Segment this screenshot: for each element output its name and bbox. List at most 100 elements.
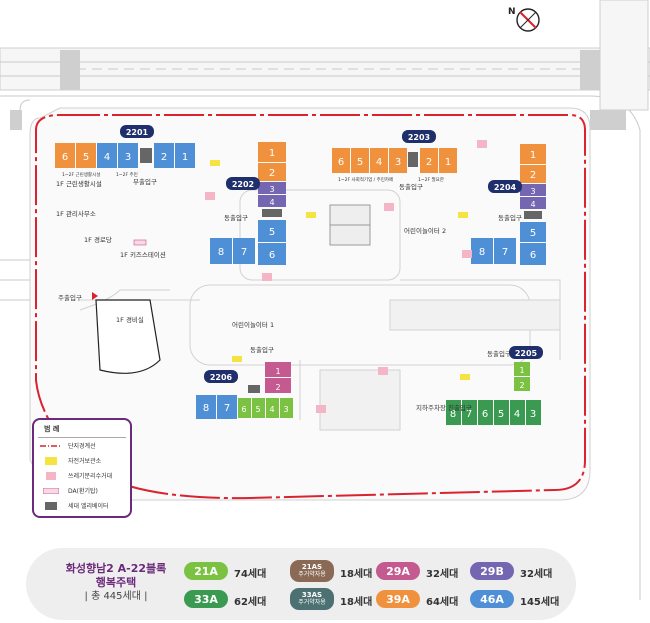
- label-small-facility-2201: 1~2F 근린생활시설: [62, 171, 100, 178]
- bike-parking-icon: [40, 456, 62, 465]
- label-playground-2: 어린이놀이터 2: [404, 226, 446, 235]
- building-2203: 6 5 4 3 2 1: [332, 148, 457, 173]
- label-senior-center: 1F 경로당: [84, 235, 112, 244]
- type-pill-39a: 39A: [376, 590, 420, 608]
- label-neighborhood-facility: 1F 근린생활시설: [56, 179, 102, 188]
- label-entrance-2204: 동출입구: [498, 213, 522, 222]
- type-pill-21a: 21A: [184, 562, 228, 580]
- svg-text:2: 2: [275, 383, 280, 392]
- svg-text:3: 3: [269, 185, 274, 194]
- sports-court: [329, 204, 371, 246]
- svg-text:2: 2: [161, 152, 167, 163]
- svg-text:8: 8: [479, 247, 485, 258]
- block-tag-2204: 2204: [494, 183, 517, 192]
- block-tag-2201: 2201: [126, 128, 149, 137]
- type-count-33a: 62세대: [234, 597, 267, 608]
- svg-text:4: 4: [269, 198, 274, 207]
- elevator-icon: [40, 501, 62, 510]
- type-pill-29b: 29B: [470, 562, 514, 580]
- label-guard-room: 1F 경비실: [116, 315, 144, 324]
- svg-text:5: 5: [498, 409, 504, 420]
- svg-text:2: 2: [426, 157, 432, 168]
- svg-text:5: 5: [357, 157, 363, 168]
- summary-title-line2: 행복주택: [95, 576, 137, 589]
- label-small-facility-2203: 1~2F 사회적기업 / 주민카페: [338, 176, 393, 183]
- svg-text:3: 3: [530, 187, 535, 196]
- svg-text:7: 7: [224, 403, 230, 414]
- svg-text:2: 2: [519, 381, 524, 390]
- legend-panel: 범 례 단지경계선 자전거보관소 쓰레기분리수거대 DA(환기탑) 세대 엘리베…: [32, 418, 132, 518]
- svg-text:7: 7: [466, 409, 472, 420]
- svg-text:7: 7: [241, 247, 247, 258]
- svg-text:3: 3: [283, 405, 288, 414]
- type-count-39a: 64세대: [426, 597, 459, 608]
- svg-text:3: 3: [530, 409, 536, 420]
- svg-text:6: 6: [338, 157, 344, 168]
- type-count-21as: 18세대: [340, 569, 373, 580]
- svg-text:3: 3: [395, 157, 401, 168]
- summary-title: 화성향남2 A-22블록 행복주택 | 총 445세대 |: [36, 562, 196, 604]
- type-pill-29a: 29A: [376, 562, 420, 580]
- svg-text:6: 6: [241, 405, 246, 414]
- summary-title-line1: 화성향남2 A-22블록: [65, 562, 167, 575]
- legend-item-bike: 자전거보관소: [34, 453, 130, 468]
- svg-text:8: 8: [450, 409, 456, 420]
- svg-text:4: 4: [530, 200, 535, 209]
- svg-text:3: 3: [125, 152, 131, 163]
- main-entrance-arrow-icon: [92, 292, 98, 300]
- svg-text:2: 2: [530, 170, 536, 181]
- svg-text:5: 5: [83, 152, 89, 163]
- label-kids-station: 1F 키즈스테이션: [120, 250, 166, 259]
- svg-text:4: 4: [376, 157, 382, 168]
- type-pill-33a: 33A: [184, 590, 228, 608]
- label-small-facility-2203b: 1~2F 필요한: [418, 176, 444, 183]
- crosswalks: [10, 50, 626, 130]
- building-2202: 1 2 3 4 5 6 8 7: [210, 142, 286, 265]
- svg-text:6: 6: [530, 250, 536, 261]
- label-underground-parking: 지하주차장 진출입구: [416, 403, 472, 412]
- label-entrance-2206: 동출입구: [250, 345, 274, 354]
- legend-title: 범 례: [38, 420, 126, 438]
- svg-text:8: 8: [218, 247, 224, 258]
- type-count-29a: 32세대: [426, 569, 459, 580]
- block-tag-2205: 2205: [515, 349, 538, 358]
- site-markers: [133, 140, 487, 413]
- label-management-office: 1F 관리사무소: [56, 209, 96, 218]
- svg-text:1: 1: [182, 152, 188, 163]
- svg-text:4: 4: [269, 405, 274, 414]
- type-count-33as: 18세대: [340, 597, 373, 608]
- block-tag-2203: 2203: [408, 133, 430, 142]
- label-entrance-2205: 동출입구: [487, 349, 511, 358]
- svg-text:1: 1: [530, 150, 536, 161]
- legend-item-trash: 쓰레기분리수거대: [34, 468, 130, 483]
- internal-paths: [79, 189, 561, 431]
- compass-icon: [516, 8, 540, 32]
- trash-icon: [40, 471, 62, 480]
- type-count-46a: 145세대: [520, 597, 560, 608]
- legend-item-ev: 세대 엘리베이터: [34, 498, 130, 513]
- svg-text:6: 6: [482, 409, 488, 420]
- type-pill-21as: 21AS 주거약자용: [290, 560, 334, 582]
- building-2206: 1 2 8 7 6 5 4 3: [196, 362, 293, 419]
- svg-text:5: 5: [530, 228, 536, 239]
- legend-item-da: DA(환기탑): [34, 483, 130, 498]
- svg-text:1: 1: [275, 367, 280, 376]
- label-entrance-2202: 동출입구: [224, 213, 248, 222]
- compass-label: N: [508, 7, 516, 17]
- label-playground-1: 어린이놀이터 1: [232, 320, 274, 329]
- block-tags: [120, 125, 543, 383]
- block-tag-2202: 2202: [232, 180, 254, 189]
- label-sub-entrance: 부출입구: [133, 177, 157, 186]
- svg-text:5: 5: [255, 405, 260, 414]
- svg-text:7: 7: [502, 247, 508, 258]
- svg-text:5: 5: [269, 227, 275, 238]
- label-entrance-2203: 동출입구: [399, 182, 423, 191]
- svg-text:6: 6: [269, 250, 275, 261]
- type-pill-33as: 33AS 주거약자용: [290, 588, 334, 610]
- svg-text:1: 1: [269, 148, 275, 159]
- guard-building: [95, 299, 161, 374]
- building-2204: 1 2 3 4 5 6 8 7: [471, 144, 546, 265]
- svg-text:4: 4: [514, 409, 520, 420]
- svg-text:1: 1: [519, 366, 524, 375]
